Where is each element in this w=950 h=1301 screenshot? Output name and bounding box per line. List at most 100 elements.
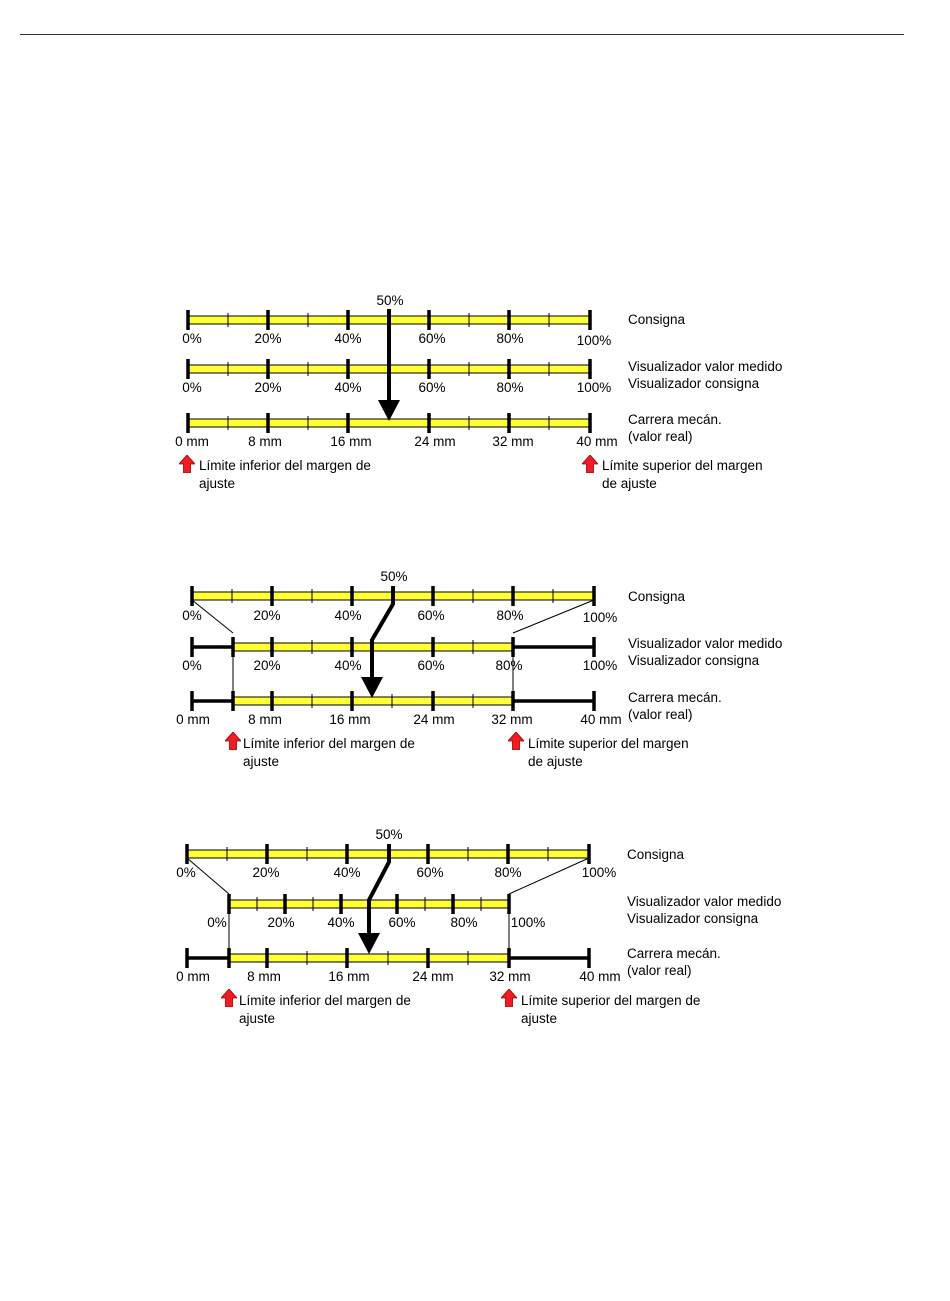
setpoint-pointer xyxy=(378,309,400,421)
tick-label: 0% xyxy=(182,608,202,623)
red-up-arrow-icon xyxy=(221,989,237,1007)
mapping-line xyxy=(191,599,234,634)
scenario-limited-range: 0% 20% 40% 60% 80% 100% 50% 0% xyxy=(176,569,782,769)
tick-label: 0% xyxy=(182,331,202,346)
red-up-arrow-icon xyxy=(582,455,598,473)
setpoint-pointer xyxy=(358,844,391,954)
tick-label: 8 mm xyxy=(247,969,281,984)
tick-label: 16 mm xyxy=(328,969,369,984)
tick-label: 80% xyxy=(496,380,523,395)
tick-label: 80% xyxy=(495,658,522,673)
row-label-travel: (valor real) xyxy=(628,429,693,444)
tick-label: 32 mm xyxy=(491,712,532,727)
row-label-consigna: Consigna xyxy=(628,312,686,327)
upper-limit-label: Límite superior del margen xyxy=(602,458,763,473)
tick-label: 24 mm xyxy=(414,434,455,449)
tick-label: 0% xyxy=(182,658,202,673)
row-label-travel: (valor real) xyxy=(627,963,692,978)
tick-label: 20% xyxy=(252,865,279,880)
tick-label: 32 mm xyxy=(489,969,530,984)
tick-label: 20% xyxy=(253,608,280,623)
tick-label: 40 mm xyxy=(580,712,621,727)
tick-label: 0% xyxy=(176,865,196,880)
tick-label: 20% xyxy=(267,915,294,930)
tick-label: 80% xyxy=(450,915,477,930)
top-rule xyxy=(20,34,904,35)
tick-label: 60% xyxy=(417,608,444,623)
consigna-scale: 0% 20% 40% 60% 80% 100% xyxy=(182,586,617,625)
row-label-travel: Carrera mecán. xyxy=(628,690,722,705)
tick-label: 40% xyxy=(334,658,361,673)
row-label-consigna: Consigna xyxy=(627,847,685,862)
scenario-full-range: 0% 20% 40% 60% 80% 100% 50% 0% 20% 40% 6… xyxy=(175,293,782,491)
tick-label: 0 mm xyxy=(175,434,209,449)
lower-limit-label: ajuste xyxy=(199,476,235,491)
display-scale: 0% 20% 40% 60% 80% 100% xyxy=(182,359,611,395)
tick-label: 16 mm xyxy=(330,434,371,449)
row-label-display: Visualizador consigna xyxy=(628,376,760,391)
travel-scale: 0 mm 8 mm 16 mm 24 mm 32 mm 40 mm xyxy=(176,948,621,984)
setpoint-label: 50% xyxy=(380,569,407,584)
upper-limit-label: ajuste xyxy=(521,1011,557,1026)
red-up-arrow-icon xyxy=(225,732,241,750)
tick-label: 80% xyxy=(494,865,521,880)
row-label-travel: Carrera mecán. xyxy=(627,946,721,961)
tick-label: 100% xyxy=(583,658,618,673)
upper-limit-label: de ajuste xyxy=(528,754,583,769)
tick-label: 0 mm xyxy=(176,969,210,984)
red-up-arrow-icon xyxy=(501,989,517,1007)
row-label-travel: (valor real) xyxy=(628,707,693,722)
tick-label: 32 mm xyxy=(492,434,533,449)
tick-label: 40% xyxy=(334,608,361,623)
tick-label: 60% xyxy=(418,331,445,346)
tick-label: 40% xyxy=(334,380,361,395)
tick-label: 24 mm xyxy=(413,712,454,727)
tick-label: 80% xyxy=(496,331,523,346)
lower-limit-label: Límite inferior del margen de xyxy=(239,993,411,1008)
row-label-display: Visualizador valor medido xyxy=(628,636,782,651)
row-label-consigna: Consigna xyxy=(628,589,686,604)
tick-label: 100% xyxy=(582,865,617,880)
row-label-travel: Carrera mecán. xyxy=(628,412,722,427)
lower-limit-label: Límite inferior del margen de xyxy=(199,458,371,473)
mapping-line xyxy=(512,599,595,634)
tick-label: 16 mm xyxy=(329,712,370,727)
scenario-limited-range-rescaled: 0% 20% 40% 60% 80% 100% 50% 0% 20% 4 xyxy=(176,827,781,1026)
tick-label: 60% xyxy=(417,658,444,673)
upper-limit-label: Límite superior del margen de xyxy=(521,993,700,1008)
tick-label: 20% xyxy=(254,380,281,395)
setpoint-pointer xyxy=(361,586,395,698)
tick-label: 8 mm xyxy=(248,712,282,727)
display-scale: 0% 20% 40% 60% 80% 100% xyxy=(207,894,545,930)
tick-label: 40% xyxy=(327,915,354,930)
tick-label: 60% xyxy=(388,915,415,930)
tick-label: 20% xyxy=(254,331,281,346)
setpoint-label: 50% xyxy=(376,293,403,308)
mapping-line xyxy=(186,857,230,895)
tick-label: 0% xyxy=(182,380,202,395)
tick-label: 100% xyxy=(577,333,612,348)
upper-limit-label: de ajuste xyxy=(602,476,657,491)
row-label-display: Visualizador consigna xyxy=(627,911,759,926)
tick-label: 40 mm xyxy=(576,434,617,449)
tick-label: 40% xyxy=(334,331,361,346)
tick-label: 0 mm xyxy=(176,712,210,727)
row-label-display: Visualizador valor medido xyxy=(627,894,781,909)
row-label-display: Visualizador consigna xyxy=(628,653,760,668)
tick-label: 60% xyxy=(416,865,443,880)
consigna-scale: 0% 20% 40% 60% 80% 100% xyxy=(176,844,616,880)
tick-label: 100% xyxy=(583,610,618,625)
tick-label: 20% xyxy=(253,658,280,673)
travel-scale: 0 mm 8 mm 16 mm 24 mm 32 mm 40 mm xyxy=(176,691,622,727)
lower-limit-label: Límite inferior del margen de xyxy=(243,736,415,751)
setpoint-label: 50% xyxy=(375,827,402,842)
consigna-scale: 0% 20% 40% 60% 80% 100% xyxy=(182,310,611,348)
display-scale: 0% 20% 40% 60% 80% 100% xyxy=(182,637,617,673)
tick-label: 24 mm xyxy=(412,969,453,984)
travel-scale: 0 mm 8 mm 16 mm 24 mm 32 mm 40 mm xyxy=(175,413,618,449)
tick-label: 8 mm xyxy=(248,434,282,449)
tick-label: 100% xyxy=(511,915,546,930)
red-up-arrow-icon xyxy=(508,732,524,750)
tick-label: 40% xyxy=(333,865,360,880)
